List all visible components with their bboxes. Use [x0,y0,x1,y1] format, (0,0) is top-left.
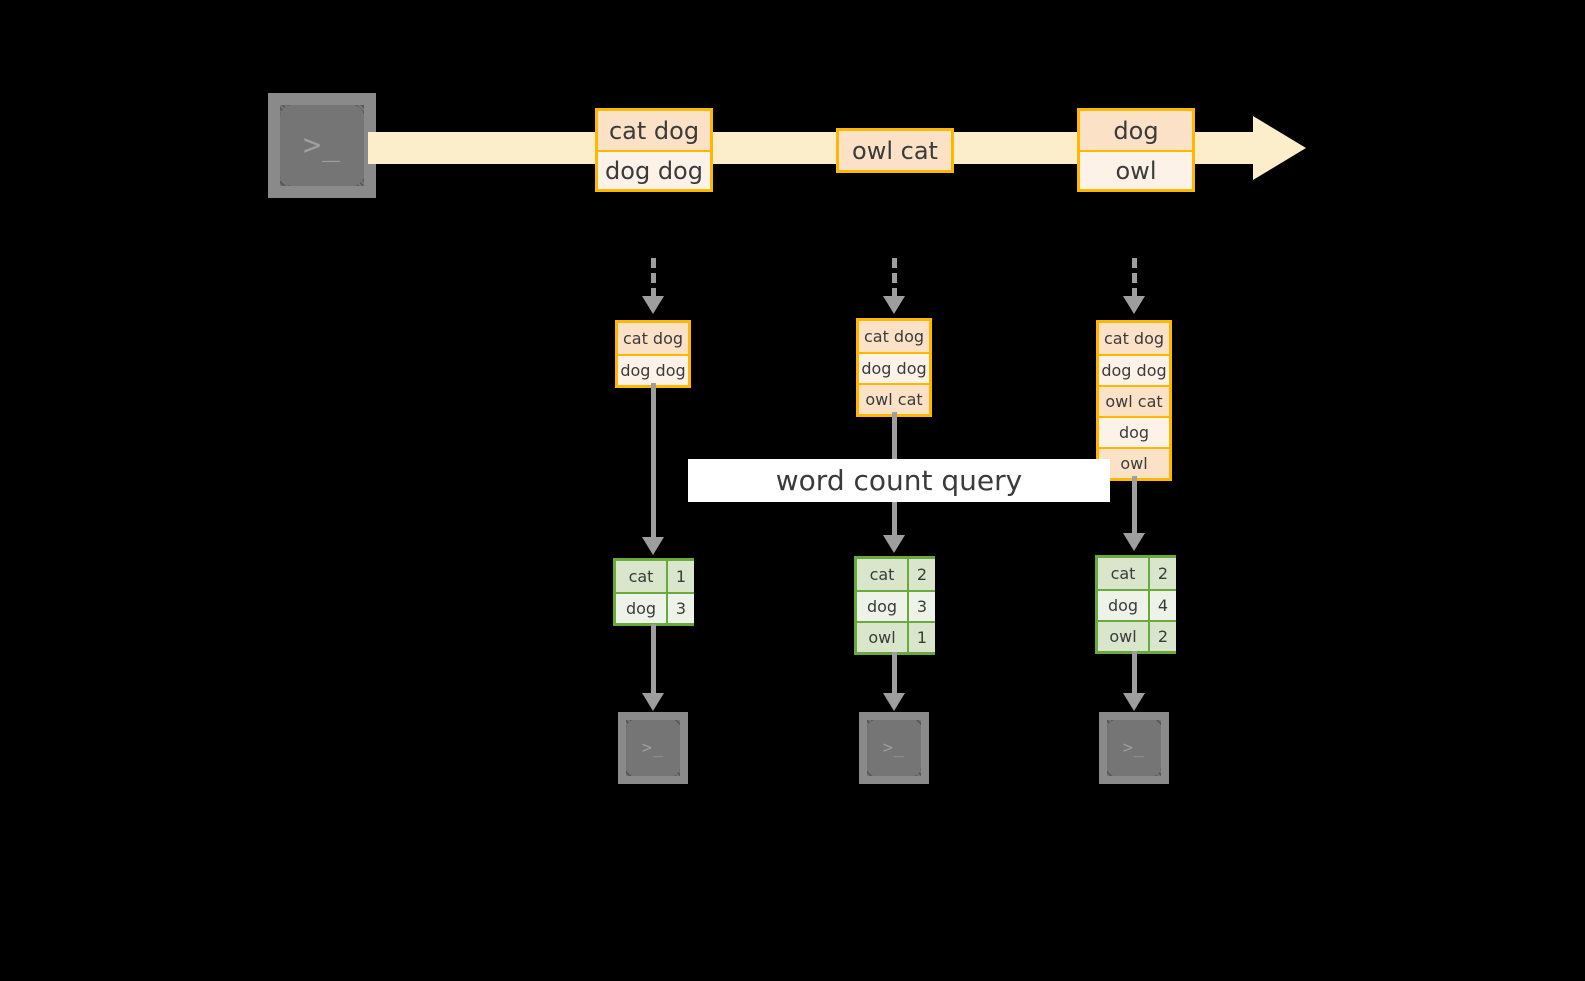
result-count: 3 [909,590,935,621]
accumulated-message-line: owl cat [859,383,929,414]
stream-to-stack-arrowhead-2 [883,296,905,314]
stream-to-stack-connector-1 [651,258,656,298]
result-to-consumer-arrowhead-3 [1123,693,1145,711]
result-table-col3: cat 2 dog 4 owl 2 [1095,555,1176,654]
stream-message-line: owl [1080,150,1192,189]
stack-to-result-connector-1 [651,383,656,538]
stack-to-result-connector-3 [1132,476,1137,534]
result-word: cat [857,559,909,590]
accumulated-messages-col3: cat dog dog dog owl cat dog owl [1096,320,1172,481]
result-to-consumer-connector-2 [892,652,897,694]
result-count: 4 [1150,589,1176,620]
accumulated-message-line: owl cat [1099,385,1169,416]
terminal-screen [626,720,680,776]
accumulated-messages-col1: cat dog dog dog [615,320,691,388]
stream-message-line: cat dog [598,111,710,150]
accumulated-message-line: cat dog [618,323,688,354]
result-count: 1 [668,561,694,592]
stream-message-2: owl cat [836,128,954,173]
result-to-consumer-connector-3 [1132,651,1137,694]
result-word: dog [857,590,909,621]
consumer-terminal-icon-col1: >_ [618,712,688,784]
result-word: dog [616,592,668,623]
accumulated-message-line: dog [1099,416,1169,447]
terminal-prompt-glyph: >_ [641,738,665,758]
accumulated-message-line: owl [1099,447,1169,478]
stream-message-1: cat dog dog dog [595,108,713,192]
stream-to-stack-arrowhead-3 [1123,296,1145,314]
stream-message-line: owl cat [839,131,951,170]
result-word: owl [857,621,909,652]
result-table-col2: cat 2 dog 3 owl 1 [854,556,935,655]
result-word: owl [1098,620,1150,651]
result-count: 1 [909,621,935,652]
result-table-col1: cat 1 dog 3 [613,558,694,626]
stream-message-line: dog dog [598,150,710,189]
result-word: cat [616,561,668,592]
stack-to-result-arrowhead-1 [642,537,664,555]
stack-to-result-arrowhead-2 [883,535,905,553]
result-word: dog [1098,589,1150,620]
terminal-screen [867,720,921,776]
result-word: cat [1098,558,1150,589]
stream-message-line: dog [1080,111,1192,150]
terminal-prompt-glyph: >_ [882,738,906,758]
consumer-terminal-icon-col2: >_ [859,712,929,784]
stream-message-3: dog owl [1077,108,1195,192]
accumulated-messages-col2: cat dog dog dog owl cat [856,318,932,417]
stream-to-stack-connector-2 [892,258,897,298]
accumulated-message-line: dog dog [618,354,688,385]
accumulated-message-line: cat dog [859,321,929,352]
stream-arrowhead-icon [1253,116,1306,180]
result-to-consumer-arrowhead-2 [883,693,905,711]
accumulated-message-line: dog dog [1099,354,1169,385]
result-count: 2 [909,559,935,590]
result-count: 2 [1150,558,1176,589]
terminal-screen [280,105,364,186]
producer-terminal-icon: >_ [268,93,376,198]
stream-to-stack-arrowhead-1 [642,296,664,314]
accumulated-message-line: cat dog [1099,323,1169,354]
terminal-prompt-glyph: >_ [302,128,342,163]
consumer-terminal-icon-col3: >_ [1099,712,1169,784]
result-count: 2 [1150,620,1176,651]
result-count: 3 [668,592,694,623]
stack-to-result-arrowhead-3 [1123,533,1145,551]
terminal-screen [1107,720,1161,776]
stream-to-stack-connector-3 [1132,258,1137,298]
accumulated-message-line: dog dog [859,352,929,383]
result-to-consumer-arrowhead-1 [642,693,664,711]
result-to-consumer-connector-1 [651,624,656,694]
query-label: word count query [688,459,1110,502]
terminal-prompt-glyph: >_ [1122,738,1146,758]
